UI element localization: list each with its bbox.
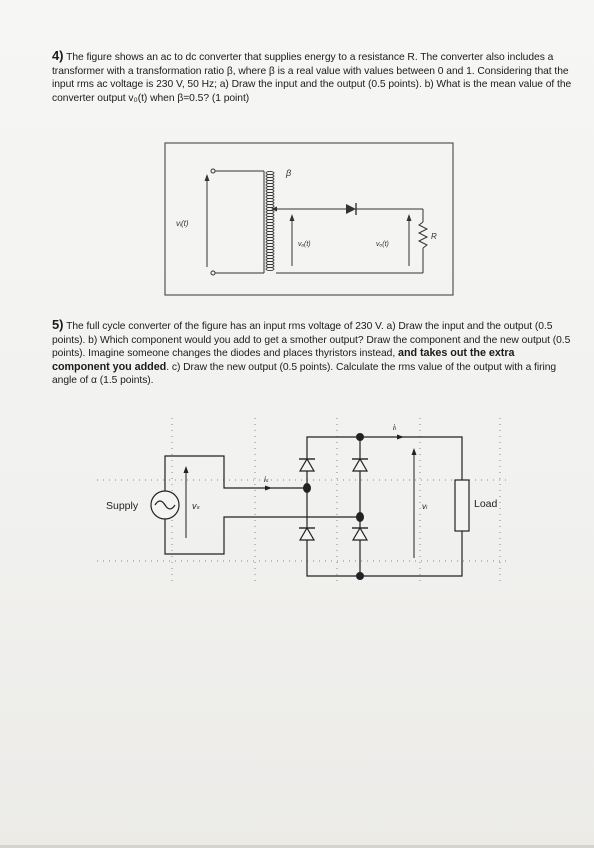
- r-label: R: [431, 232, 437, 241]
- figure-1-frame: [164, 142, 454, 296]
- vi-label: vᵢ(t): [176, 219, 189, 228]
- input-terminal-bottom: [210, 270, 216, 276]
- il-arrow: [397, 434, 404, 440]
- figure-2-bridge-rectifier: Supply vₛ iₛ: [97, 418, 507, 583]
- coil-turn: [265, 266, 275, 272]
- is-label: iₛ: [264, 475, 269, 484]
- diode: [346, 204, 356, 214]
- load-resistor: [454, 479, 470, 532]
- diode-d2: [351, 457, 369, 472]
- is-arrow: [265, 485, 272, 491]
- question-4-number: 4): [52, 48, 64, 63]
- node-bottom: [356, 572, 364, 580]
- node-left: [303, 483, 311, 493]
- resistor: [417, 221, 429, 249]
- node-right: [356, 512, 364, 522]
- question-5: 5) The full cycle converter of the figur…: [52, 318, 572, 388]
- va-label: vₐ(t): [298, 241, 311, 248]
- transformer-coil: [265, 170, 275, 272]
- vl-label: vₗ: [422, 502, 428, 511]
- input-terminal-top: [210, 168, 216, 174]
- beta-label: β: [285, 168, 291, 178]
- figure-1-circuit: vᵢ(t) β R vₐ(t) vₒ(t): [164, 142, 454, 296]
- diode-d3: [298, 526, 316, 541]
- diode-d4: [351, 526, 369, 541]
- load-label: Load: [474, 498, 498, 510]
- question-4-text: The figure shows an ac to dc converter t…: [52, 52, 572, 104]
- question-5-bold-text: and takes out the extra component you ad…: [52, 347, 515, 373]
- question-5-number: 5): [52, 317, 64, 332]
- il-label: iₗ: [393, 423, 397, 432]
- vs-label: vₛ: [192, 501, 200, 511]
- question-5-text-part1: The full cycle converter of the figure h…: [52, 321, 571, 359]
- diode-d1: [298, 457, 316, 472]
- supply-label: Supply: [106, 500, 139, 512]
- node-top: [356, 433, 364, 441]
- page-edge: [0, 845, 594, 848]
- question-5-text-part2: . c) Draw the new output (0.5 points). C…: [52, 361, 557, 387]
- vo-label: vₒ(t): [376, 241, 389, 248]
- dotted-grid: [97, 418, 507, 583]
- question-4: 4) The figure shows an ac to dc converte…: [52, 49, 572, 105]
